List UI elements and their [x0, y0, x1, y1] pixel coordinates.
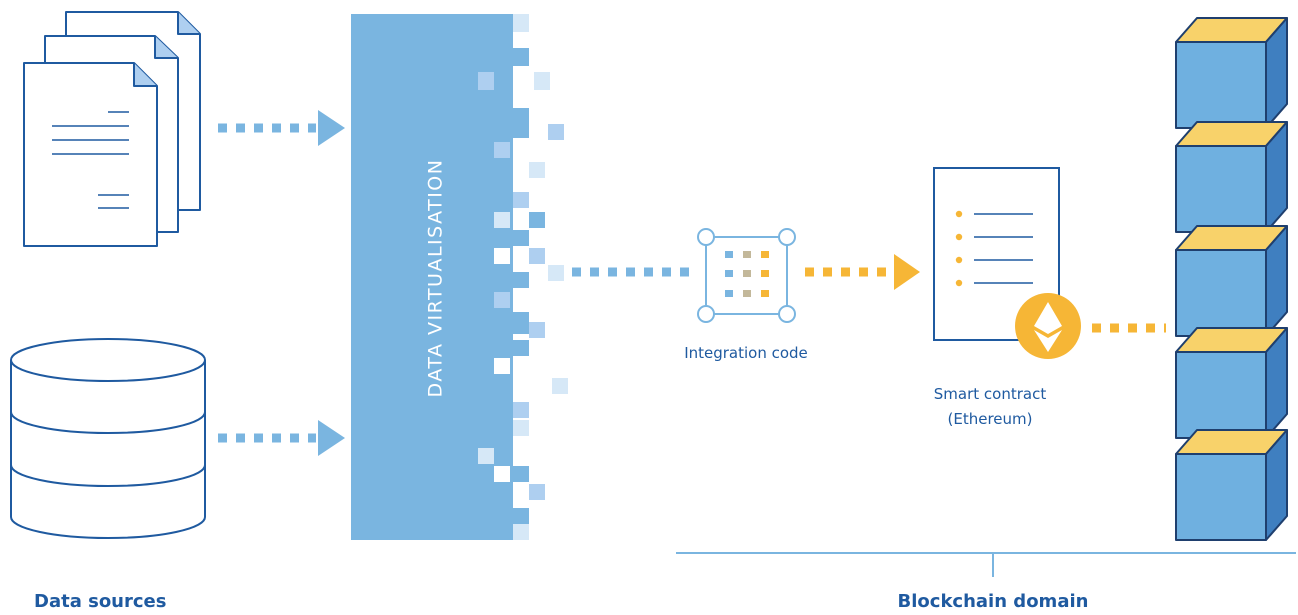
database-icon — [10, 338, 206, 539]
ethereum-icon — [1015, 293, 1081, 359]
database-flow-arrow — [218, 420, 345, 456]
blockchain-blocks-icon — [1175, 17, 1288, 541]
data-virtualisation-label: DATA VIRTUALISATION — [425, 159, 447, 398]
integration-code-label: Integration code — [684, 344, 808, 362]
chain-block-5 — [1175, 429, 1288, 541]
chain-block-4 — [1175, 327, 1288, 439]
chain-block-3 — [1175, 225, 1288, 337]
documents-flow-arrow — [218, 110, 345, 146]
blockchain-domain-bracket — [676, 552, 1296, 577]
data-virtualisation-column: DATA VIRTUALISATION — [351, 14, 568, 540]
integration-code-icon — [697, 228, 796, 323]
data-sources-heading: Data sources — [34, 591, 167, 612]
smart-contract-label: Smart contract (Ethereum) — [890, 382, 1090, 432]
chain-block-1 — [1175, 17, 1288, 129]
smart-contract-label-line2: (Ethereum) — [947, 410, 1033, 428]
chain-block-2 — [1175, 121, 1288, 233]
integration-to-contract-arrow — [805, 254, 920, 290]
document-stack-icon — [23, 11, 201, 247]
blockchain-domain-heading: Blockchain domain — [897, 591, 1089, 612]
smart-contract-label-line1: Smart contract — [933, 385, 1047, 403]
pixel-dissolve — [478, 14, 568, 540]
smart-contract-icon — [933, 167, 1060, 341]
